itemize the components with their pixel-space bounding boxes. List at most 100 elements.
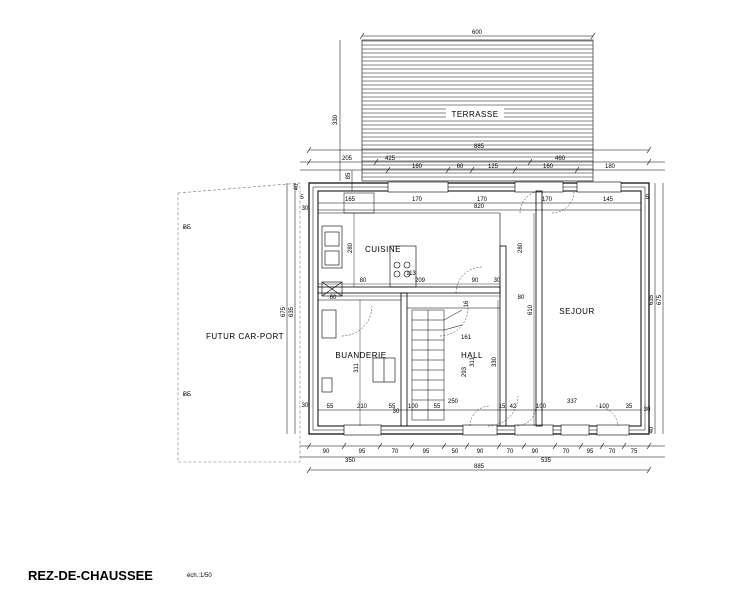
dim-kitchen-113: 113 [406, 271, 416, 277]
dim-row2-extra: 125 [488, 164, 499, 170]
carport: ɃƂ ɃƂ FUTUR CAR-PORT [177, 182, 301, 463]
kitchen-fixtures [321, 225, 417, 297]
room-label-terrasse: TERRASSE [451, 110, 498, 119]
staircase [411, 309, 463, 421]
dim-hall-16: 16 [464, 300, 470, 307]
room-label-cuisine: CUISINE [365, 245, 401, 254]
plan-title: REZ-DE-CHAUSSEE [28, 568, 153, 583]
dim-kitchen-209: 209 [415, 278, 426, 284]
dim-bot-inner-5: 250 [448, 399, 459, 405]
dim-inner-top-1: 170 [412, 197, 423, 203]
dim-sejour-610: 610 [528, 304, 534, 315]
dim-sejour-330: 330 [492, 356, 498, 367]
dim-kitchen-60: 60 [330, 295, 337, 301]
dimension-ticks [306, 32, 652, 474]
dim-bot-inner-4: 55 [434, 404, 441, 410]
dim-bot-row1-10: 70 [609, 449, 616, 455]
windows [343, 181, 630, 436]
dim-buanderie-30: 30 [393, 409, 400, 415]
carport-marker-top: ɃƂ [183, 225, 191, 231]
dim-bot-row2-1: 535 [541, 458, 552, 464]
left-dimensions [286, 170, 353, 434]
dim-kitchen-90: 90 [472, 278, 479, 284]
dim-inner-820: 820 [474, 204, 485, 210]
right-dimensions [654, 183, 664, 434]
dim-bot-row2-0: 350 [345, 458, 356, 464]
interior-walls [317, 190, 543, 427]
dim-left-30b: 30 [302, 403, 309, 409]
dim-bot-inner-2: 55 [389, 404, 396, 410]
bottom-dim-labels: 55 210 55 100 55 250 15 42 100 337 100 3… [323, 399, 638, 470]
dim-right-635: 635 [649, 294, 655, 305]
dim-bot-row1-2: 70 [392, 449, 399, 455]
dim-bot-row1-0: 90 [323, 449, 330, 455]
dim-left-635: 635 [289, 306, 295, 317]
dim-hall-311: 311 [470, 357, 476, 367]
dim-kitchen-280: 280 [348, 242, 354, 253]
dim-kitchen-80b: 80 [518, 295, 525, 301]
dim-row2-2: 160 [543, 164, 554, 170]
dim-terrasse-width: 600 [472, 30, 483, 36]
dim-kitchen-30: 30 [494, 278, 501, 284]
dim-terrasse-height: 330 [333, 114, 339, 125]
dim-row2-1: 60 [457, 164, 464, 170]
dim-bot-inner-8: 100 [536, 404, 547, 410]
dim-left-5: 5 [300, 195, 304, 201]
terrasse: TERRASSE 330 [333, 39, 594, 182]
dim-bot-inner-7: 42 [510, 404, 517, 410]
dim-row1-1: 425 [385, 156, 396, 162]
dim-bot-inner-10: 100 [599, 404, 610, 410]
dim-kitchen-80: 80 [360, 278, 367, 284]
dim-bot-row1-8: 70 [563, 449, 570, 455]
room-label-carport: FUTUR CAR-PORT [206, 332, 284, 341]
left-dim-labels: 675 635 85 40 5 30 30 [281, 172, 352, 409]
dim-row1-2: 460 [555, 156, 566, 162]
dim-right-675: 675 [657, 294, 663, 305]
dim-bot-row1-11: 75 [631, 449, 638, 455]
interior-dim-labels: 280 80 209 90 30 113 60 80 280 610 161 1… [318, 213, 535, 426]
room-label-hall: HALL [461, 351, 483, 360]
dim-row2-3: 180 [605, 164, 616, 170]
dim-bot-inner-6: 15 [499, 404, 506, 410]
room-labels: CUISINE SEJOUR BUANDERIE HALL [335, 245, 594, 360]
dim-bot-row1-3: 95 [423, 449, 430, 455]
dim-inner-top-2: 170 [477, 197, 488, 203]
dim-bot-inner-3: 100 [408, 404, 419, 410]
dim-bot-row1-1: 95 [359, 449, 366, 455]
dim-left-30a: 30 [302, 206, 309, 212]
dim-right-30: 30 [644, 407, 651, 413]
dim-bot-row1-6: 70 [507, 449, 514, 455]
dim-row2-0: 160 [412, 164, 423, 170]
right-dim-labels: 635 675 5 30 40 [644, 195, 663, 433]
carport-marker-bottom: ɃƂ [183, 392, 191, 398]
dim-row1-0: 205 [342, 156, 353, 162]
dim-overall-top: 885 [474, 144, 485, 150]
dim-hall-293: 293 [462, 366, 468, 377]
bottom-dimensions [300, 409, 665, 471]
room-label-sejour: SEJOUR [559, 307, 594, 316]
dim-bot-inner-0: 55 [327, 404, 334, 410]
dim-left-85: 85 [346, 172, 352, 179]
dim-inner-top-3: 170 [542, 197, 553, 203]
plan-scale: éch.:1/50 [187, 573, 212, 579]
dim-left-675: 675 [281, 306, 287, 317]
dim-inner-top-4: 145 [603, 197, 614, 203]
dim-bot-row1-5: 90 [477, 449, 484, 455]
top-dimensions [300, 35, 665, 211]
door-swings [341, 190, 619, 427]
dim-hall-161: 161 [461, 335, 472, 341]
dim-bot-inner-11: 35 [626, 404, 633, 410]
dim-left-40: 40 [294, 183, 300, 190]
dim-right-5: 5 [645, 195, 649, 201]
top-dim-labels: 600 885 205 425 460 160 60 125 160 180 1… [342, 30, 616, 210]
dim-bot-row1-7: 90 [532, 449, 539, 455]
dim-overall-bottom: 885 [474, 464, 485, 470]
dim-bot-inner-1: 210 [357, 404, 368, 410]
dim-bot-row1-4: 50 [452, 449, 459, 455]
laundry-fixtures [321, 309, 396, 393]
dim-right-40: 40 [649, 426, 655, 433]
dim-bot-row1-9: 95 [587, 449, 594, 455]
dim-kitchen-280b: 280 [518, 242, 524, 253]
dim-bot-inner-9: 337 [567, 399, 578, 405]
